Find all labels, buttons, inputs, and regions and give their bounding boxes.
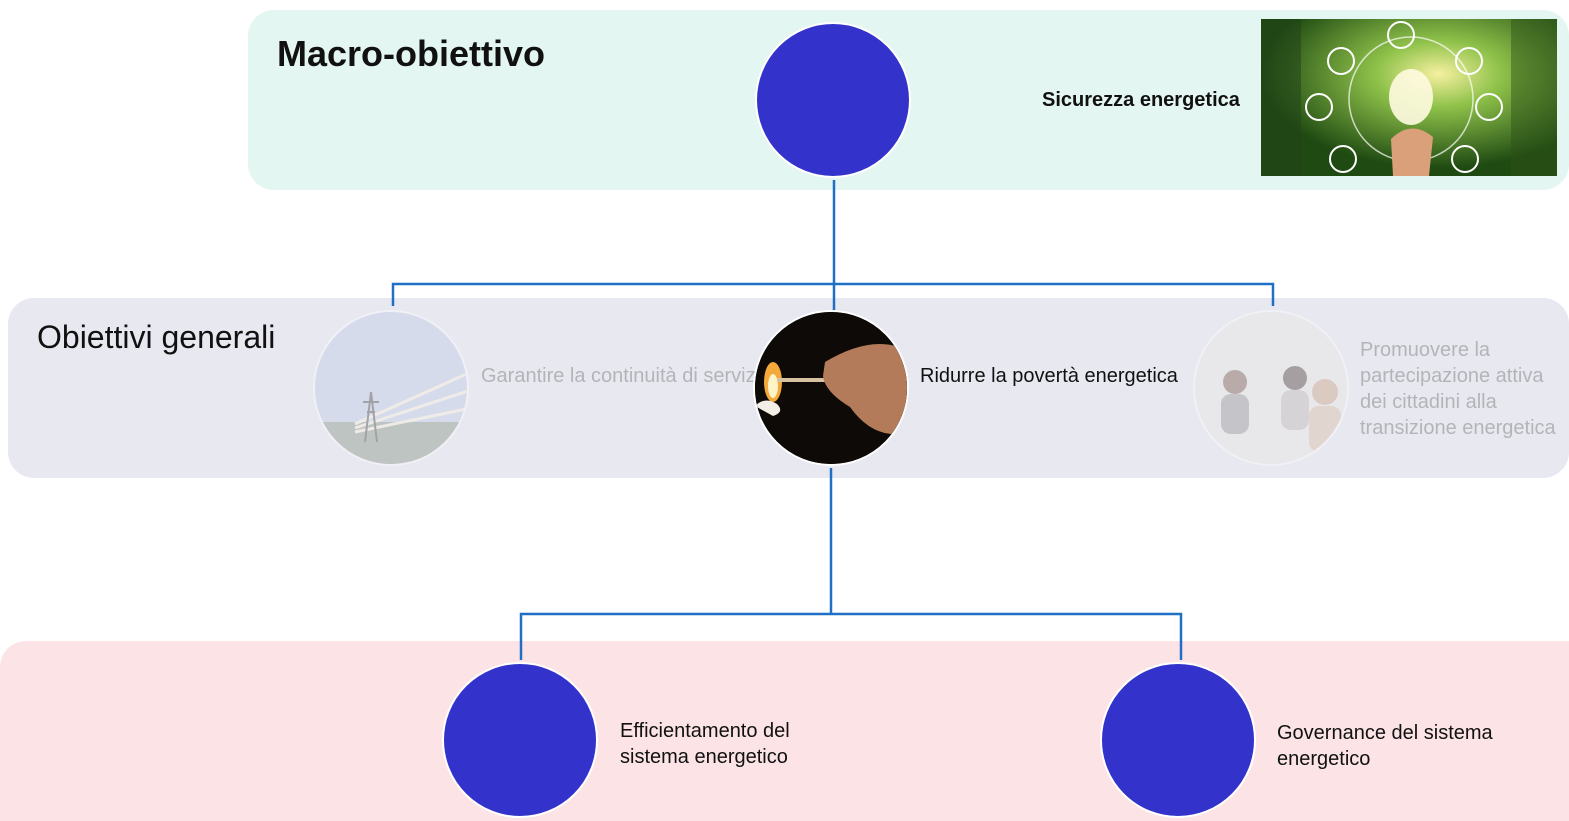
specific-objectives-band — [0, 641, 1569, 821]
general-objective-label-participation: Promuovere la partecipazione attiva dei … — [1360, 339, 1556, 439]
match-flame-photo-icon — [755, 312, 907, 464]
macro-objective-label: Sicurezza energetica — [1042, 89, 1240, 111]
specific-objective-label-governance: Governance del sistema energetico — [1277, 722, 1493, 770]
general-objective-label-continuity: Garantire la continuità di servizio — [481, 365, 772, 387]
citizens-meeting-photo-icon — [1195, 312, 1347, 464]
green-energy-photo-icon — [1261, 19, 1557, 176]
general-objective-node-participation[interactable] — [1193, 310, 1349, 466]
general-objective-node-continuity[interactable] — [313, 310, 469, 466]
macro-objective-title: Macro-obiettivo — [277, 33, 546, 74]
general-objective-label-poverty: Ridurre la povertà energetica — [920, 365, 1178, 387]
specific-objective-node-governance[interactable] — [1100, 662, 1256, 818]
specific-objective-node-efficiency[interactable] — [442, 662, 598, 818]
macro-objective-node[interactable] — [755, 22, 911, 178]
general-objectives-title: Obiettivi generali — [37, 319, 276, 355]
power-line-photo-icon — [315, 312, 467, 464]
specific-objective-label-efficiency: Efficientamento del sistema energetico — [620, 720, 790, 768]
connector-specific-bar — [519, 612, 1183, 660]
general-objective-node-poverty[interactable] — [753, 310, 909, 466]
